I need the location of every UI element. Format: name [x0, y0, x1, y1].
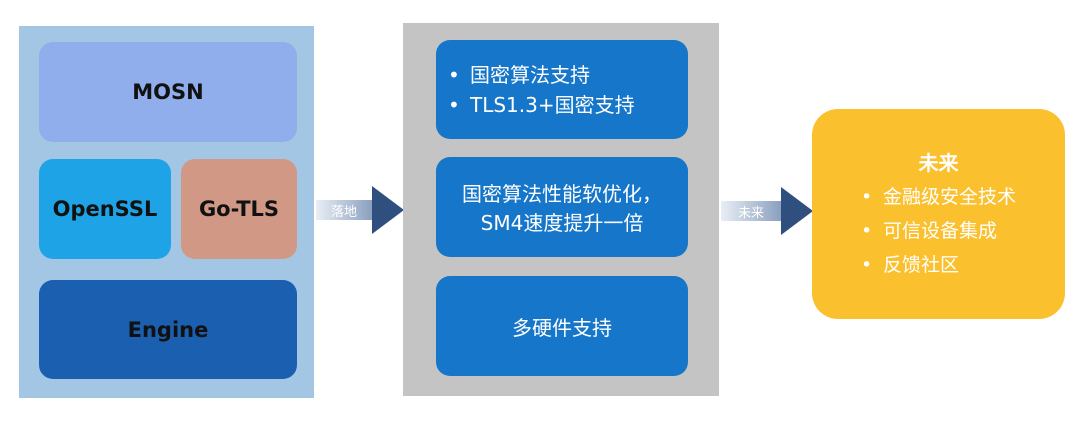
future-arrow: 未来: [721, 187, 813, 235]
middle-box-optimization: 国密算法性能软优化， SM4速度提升一倍: [436, 157, 688, 257]
bullet-icon: •: [860, 253, 873, 276]
arrow-head-icon: [781, 187, 813, 235]
landing-arrow-label: 落地: [316, 200, 372, 220]
bullet-icon: •: [860, 185, 873, 208]
future-box: 未来 •金融级安全技术 •可信设备集成 •反馈社区: [812, 109, 1065, 319]
bullet-icon: •: [448, 92, 460, 117]
future-title: 未来: [918, 150, 959, 175]
hardware-label: 多硬件支持: [512, 315, 612, 340]
list-item: •TLS1.3+国密支持: [448, 90, 635, 120]
bullet-icon: •: [448, 62, 460, 87]
gotls-box: Go-TLS: [181, 159, 297, 259]
mosn-box: MOSN: [39, 42, 297, 142]
future-list: •金融级安全技术 •可信设备集成 •反馈社区: [861, 180, 1016, 282]
future-arrow-label: 未来: [721, 201, 781, 221]
middle-box-hardware: 多硬件支持: [436, 276, 688, 376]
landing-arrow: 落地: [316, 186, 404, 234]
list-item: •金融级安全技术: [861, 180, 1016, 214]
arrow-head-icon: [372, 186, 404, 234]
openssl-label: OpenSSL: [52, 197, 158, 221]
middle-box-gm-support: •国密算法支持 •TLS1.3+国密支持: [436, 40, 688, 139]
optimization-line-2: SM4速度提升一倍: [480, 211, 644, 235]
engine-label: Engine: [127, 317, 209, 342]
list-item: •国密算法支持: [448, 60, 635, 90]
engine-box: Engine: [39, 280, 297, 379]
gm-support-list: •国密算法支持 •TLS1.3+国密支持: [448, 60, 635, 120]
bullet-icon: •: [860, 219, 873, 242]
list-item: •可信设备集成: [861, 214, 1016, 248]
gotls-label: Go-TLS: [198, 197, 280, 221]
optimization-line-1: 国密算法性能软优化，: [462, 182, 662, 206]
mosn-label: MOSN: [132, 80, 204, 104]
openssl-box: OpenSSL: [39, 159, 171, 259]
list-item: •反馈社区: [861, 248, 1016, 282]
